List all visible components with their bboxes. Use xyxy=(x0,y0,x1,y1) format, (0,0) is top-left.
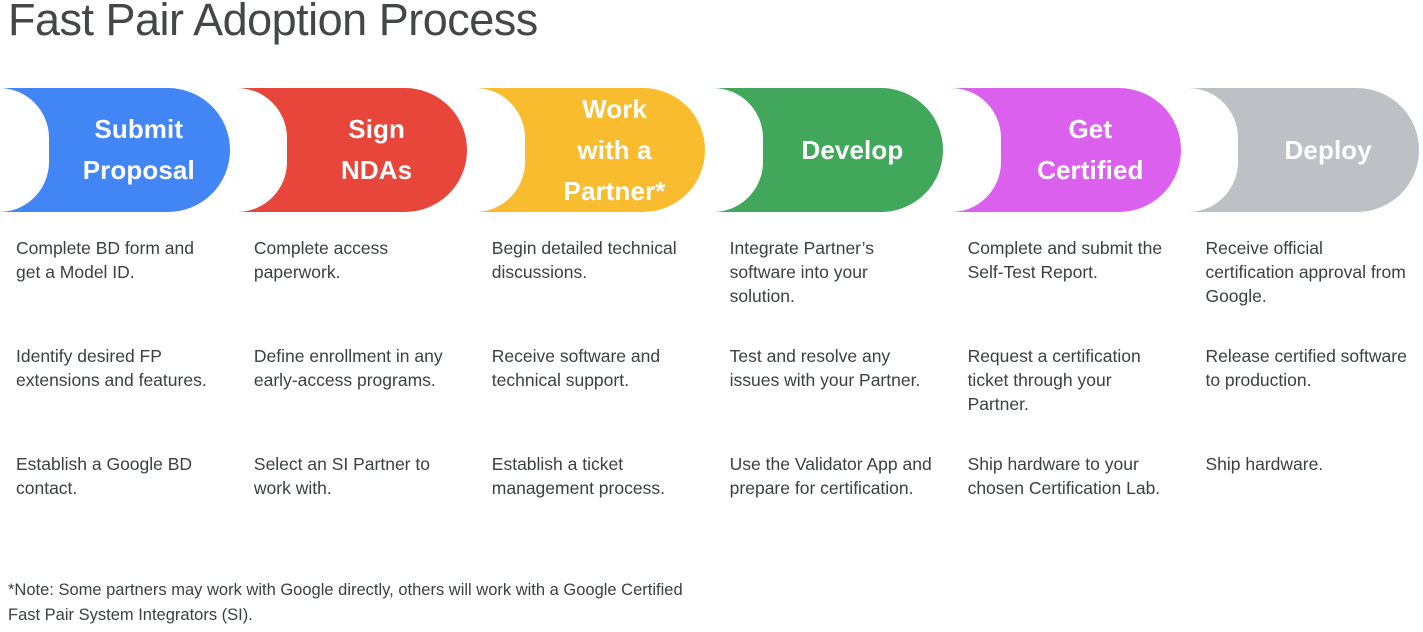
chevron-notch-icon xyxy=(712,88,763,212)
stage-detail-column-submit-proposal: Complete BD form and get a Model ID. Iden… xyxy=(0,236,230,560)
stage-chevron-submit-proposal[interactable]: Submit Proposal xyxy=(0,88,230,212)
stage-detail-item: Ship hardware. xyxy=(1205,454,1324,474)
stage-detail-item: Select an SI Partner to work with. xyxy=(253,454,430,498)
stage-chevron-deploy[interactable]: Deploy xyxy=(1188,88,1419,212)
footnote-note: *Note: Some partners may work with Googl… xyxy=(8,581,683,624)
stage-detail-item: Ship hardware to your chosen Certificati… xyxy=(967,454,1161,498)
stage-detail-item: Test and resolve any issues with your Pa… xyxy=(729,346,921,390)
stage-detail-column-deploy: Receive official certification approval … xyxy=(1189,236,1419,560)
stage-chevron-develop[interactable]: Develop xyxy=(712,88,944,212)
chevron-notch-icon xyxy=(474,88,525,212)
stage-detail-item: Receive software and technical support. xyxy=(491,346,661,390)
stage-detail-item: Begin detailed technical discussions. xyxy=(491,238,677,282)
process-stage-band: Submit Proposal Sign NDAs Work with a Part… xyxy=(0,88,1423,212)
stage-detail-item: Release certified software to production… xyxy=(1205,346,1407,390)
stage-detail-item: Establish a Google BD contact. xyxy=(16,454,193,498)
chevron-notch-icon xyxy=(0,88,49,212)
stage-detail-item: Establish a ticket management process. xyxy=(491,454,665,498)
stage-detail-item: Use the Validator App and prepare for ce… xyxy=(729,454,932,498)
chevron-notch-icon xyxy=(236,88,287,212)
stage-detail-item: Request a certification ticket through y… xyxy=(967,346,1141,414)
stage-chevron-get-certified[interactable]: Get Certified xyxy=(950,88,1182,212)
stage-detail-item: Receive official certification approval … xyxy=(1205,238,1406,306)
stage-detail-item: Identify desired FP extensions and featu… xyxy=(16,346,207,390)
stage-detail-column-sign-ndas: Complete access paperwork. Define enrollm… xyxy=(238,236,468,560)
stage-detail-item: Complete access paperwork. xyxy=(253,238,389,282)
stage-detail-column-work-with-a-partner: Begin detailed technical discussions. Rec… xyxy=(476,236,706,560)
stage-detail-item: Integrate Partner’s software into your s… xyxy=(729,238,874,306)
stage-chevron-label: Work with a Partner* xyxy=(563,93,666,206)
stage-chevron-label: Submit Proposal xyxy=(82,114,195,185)
chevron-notch-icon xyxy=(950,88,1001,212)
stage-chevron-sign-ndas[interactable]: Sign NDAs xyxy=(236,88,468,212)
stage-chevron-label: Get Certified xyxy=(1037,114,1144,185)
stage-detail-column-develop: Integrate Partner’s software into your s… xyxy=(714,236,944,560)
stage-detail-item: Complete and submit the Self-Test Report… xyxy=(967,238,1163,282)
stage-chevron-work-with-a-partner[interactable]: Work with a Partner* xyxy=(474,88,706,212)
stage-chevron-label: Develop xyxy=(801,134,904,165)
stage-details-grid: Complete BD form and get a Model ID. Iden… xyxy=(0,236,1423,560)
page-title: Fast Pair Adoption Process xyxy=(8,0,538,45)
stage-detail-item: Define enrollment in any early-access pr… xyxy=(253,346,443,390)
stage-detail-item: Complete BD form and get a Model ID. xyxy=(16,238,194,282)
stage-detail-column-get-certified: Complete and submit the Self-Test Report… xyxy=(952,236,1182,560)
chevron-notch-icon xyxy=(1188,88,1239,212)
stage-chevron-label: Deploy xyxy=(1284,134,1372,165)
stage-chevron-label: Sign NDAs xyxy=(341,114,413,185)
